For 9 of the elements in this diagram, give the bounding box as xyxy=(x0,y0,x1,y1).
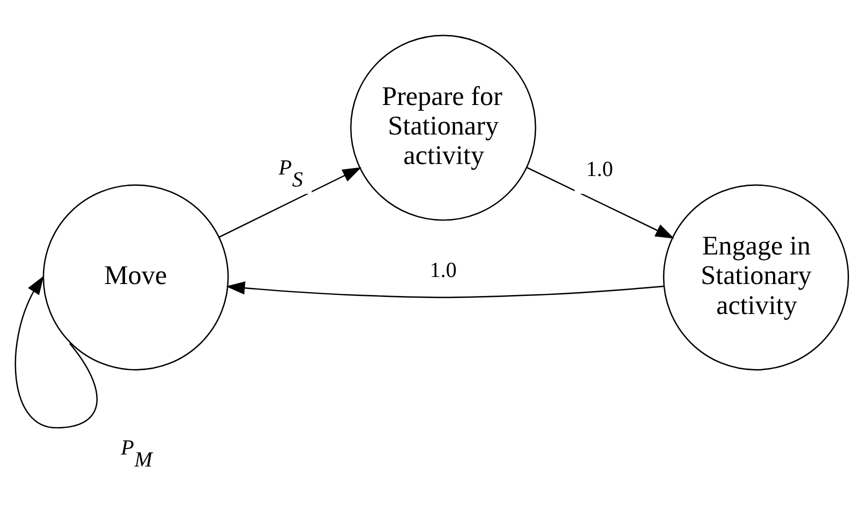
arrow xyxy=(526,166,674,238)
node-circle: Engage in Stationary activity xyxy=(662,184,849,370)
arrow xyxy=(14,275,97,428)
edge-label: 1.0 xyxy=(586,156,613,181)
arrow xyxy=(225,280,664,298)
arrow xyxy=(218,166,361,238)
node-circle: Prepare for Stationary activity xyxy=(350,34,536,220)
edge-label: 1.0 xyxy=(429,258,456,282)
node-circle: Move xyxy=(42,184,228,370)
